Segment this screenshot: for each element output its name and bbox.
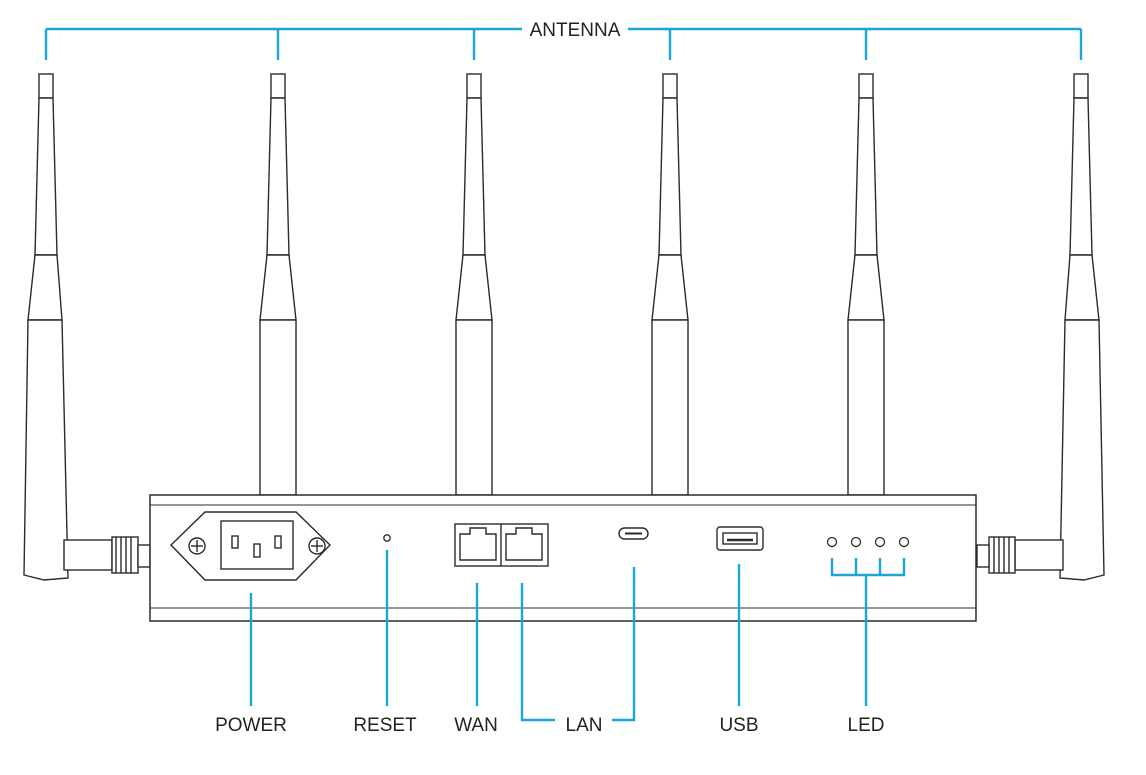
usb-label: USB xyxy=(719,715,758,736)
antenna-4 xyxy=(651,73,689,496)
lan-port xyxy=(505,527,543,561)
led-1 xyxy=(826,536,838,548)
led-2 xyxy=(850,536,862,548)
antenna-label: ANTENNA xyxy=(530,20,621,41)
wan-label: WAN xyxy=(454,715,498,736)
led-4 xyxy=(898,536,910,548)
wan-port xyxy=(459,527,497,561)
led-3 xyxy=(874,536,886,548)
antenna-label-bg xyxy=(522,14,628,44)
usb-c-port xyxy=(618,527,649,540)
led-label: LED xyxy=(848,715,885,736)
power-inlet xyxy=(170,511,331,581)
antenna-5 xyxy=(847,73,885,496)
power-label: POWER xyxy=(215,715,287,736)
ethernet-ports xyxy=(454,523,549,567)
antenna-3 xyxy=(455,73,493,496)
antennas xyxy=(23,73,1105,581)
led-indicators xyxy=(826,536,910,548)
antenna-1 xyxy=(23,73,151,581)
antenna-6 xyxy=(976,73,1105,581)
usb-a-port xyxy=(716,526,764,551)
lan-label: LAN xyxy=(566,715,603,736)
reset-pinhole xyxy=(383,534,391,542)
reset-label: RESET xyxy=(353,715,417,736)
antenna-2 xyxy=(259,73,297,496)
